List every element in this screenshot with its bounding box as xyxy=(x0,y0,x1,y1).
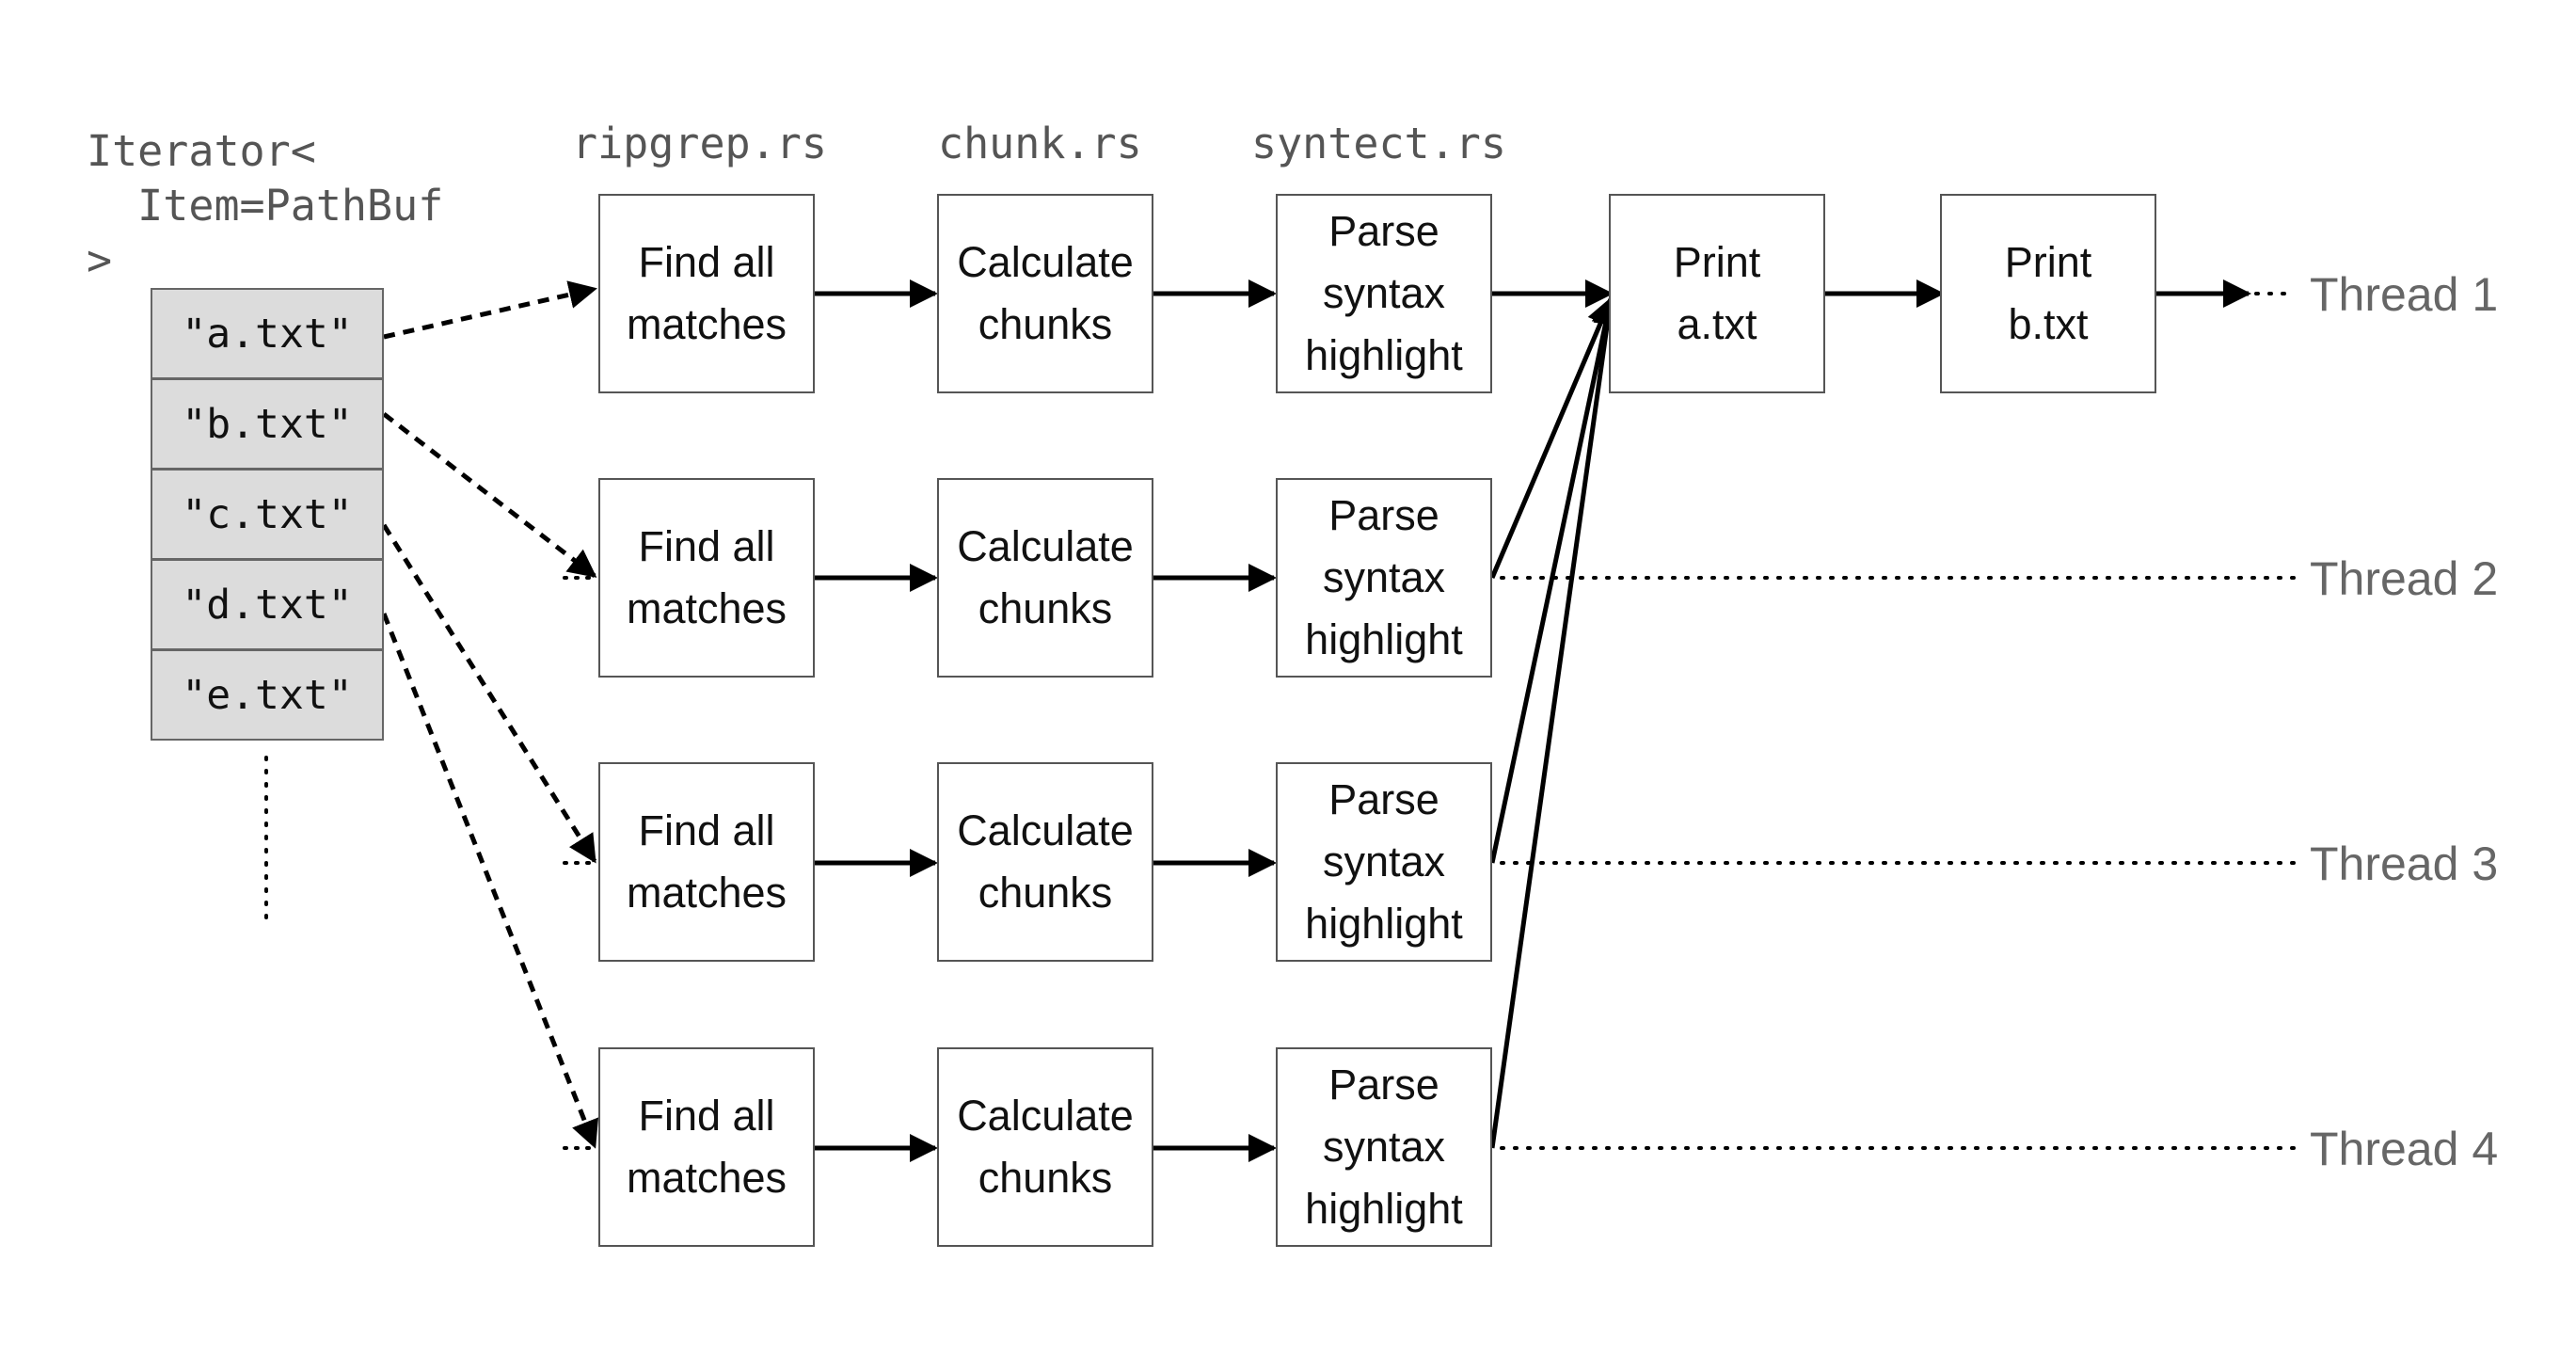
box-line: b.txt xyxy=(2008,300,2089,348)
parse-highlight-box-thread2: Parse syntax highlight xyxy=(1276,478,1492,678)
file-item-b: "b.txt" xyxy=(151,378,384,470)
box-line: syntax xyxy=(1322,269,1446,317)
box-line: syntax xyxy=(1322,1123,1446,1171)
merge-arrow-thread2 xyxy=(1489,296,1614,579)
box-line: chunks xyxy=(978,1154,1113,1202)
box-line: Find all xyxy=(638,238,775,286)
print-a-box: Print a.txt xyxy=(1609,194,1825,393)
iterator-type-label: Iterator< Item=PathBuf > xyxy=(87,124,443,288)
box-line: Print xyxy=(2004,238,2092,286)
box-line: Parse xyxy=(1328,775,1439,823)
box-line: chunks xyxy=(978,869,1113,917)
box-line: Parse xyxy=(1328,491,1439,539)
find-matches-box-thread4: Find all matches xyxy=(598,1047,815,1247)
box-line: Print xyxy=(1673,238,1761,286)
find-matches-box-thread2: Find all matches xyxy=(598,478,815,678)
box-line: Find all xyxy=(638,1092,775,1140)
box-line: Find all xyxy=(638,806,775,854)
box-line: highlight xyxy=(1305,615,1463,663)
header-ripgrep: ripgrep.rs xyxy=(572,119,827,168)
box-line: Calculate xyxy=(957,1092,1134,1140)
thread-1-label: Thread 1 xyxy=(2310,268,2499,321)
box-line: highlight xyxy=(1305,900,1463,948)
print-b-box: Print b.txt xyxy=(1940,194,2156,393)
box-line: Find all xyxy=(638,522,775,570)
file-item-d: "d.txt" xyxy=(151,559,384,650)
parse-highlight-box-thread1: Parse syntax highlight xyxy=(1276,194,1492,393)
file-item-e: "e.txt" xyxy=(151,649,384,741)
thread-4-label: Thread 4 xyxy=(2310,1123,2499,1175)
iterator-line-1: Iterator< xyxy=(87,126,316,176)
dispatch-arrow-d xyxy=(381,613,599,1149)
iterator-line-2: Item=PathBuf xyxy=(87,181,444,231)
box-line: Calculate xyxy=(957,522,1134,570)
calculate-chunks-box-thread2: Calculate chunks xyxy=(937,478,1153,678)
box-line: syntax xyxy=(1322,838,1446,885)
dispatch-arrow-c xyxy=(381,523,597,864)
box-line: syntax xyxy=(1322,553,1446,601)
file-item-a: "a.txt" xyxy=(151,288,384,379)
find-matches-box-thread1: Find all matches xyxy=(598,194,815,393)
iterator-line-3: > xyxy=(87,235,113,285)
find-matches-box-thread3: Find all matches xyxy=(598,762,815,962)
merge-arrow-thread3 xyxy=(1489,296,1620,864)
box-line: chunks xyxy=(978,300,1113,348)
box-line: a.txt xyxy=(1677,300,1757,348)
box-line: chunks xyxy=(978,584,1113,632)
header-syntect: syntect.rs xyxy=(1251,119,1506,168)
merge-arrow-thread4 xyxy=(1489,296,1622,1149)
box-line: matches xyxy=(626,1154,787,1202)
box-line: highlight xyxy=(1305,331,1463,379)
box-line: matches xyxy=(626,300,787,348)
parse-highlight-box-thread3: Parse syntax highlight xyxy=(1276,762,1492,962)
box-line: highlight xyxy=(1305,1185,1463,1233)
dispatch-arrow-a xyxy=(383,280,597,340)
thread-3-label: Thread 3 xyxy=(2310,838,2499,890)
thread-2-label: Thread 2 xyxy=(2310,552,2499,605)
box-line: matches xyxy=(626,869,787,917)
box-line: Parse xyxy=(1328,207,1439,255)
calculate-chunks-box-thread4: Calculate chunks xyxy=(937,1047,1153,1247)
box-line: Parse xyxy=(1328,1061,1439,1109)
parse-highlight-box-thread4: Parse syntax highlight xyxy=(1276,1047,1492,1247)
box-line: matches xyxy=(626,584,787,632)
box-line: Calculate xyxy=(957,238,1134,286)
calculate-chunks-box-thread3: Calculate chunks xyxy=(937,762,1153,962)
box-line: Calculate xyxy=(957,806,1134,854)
calculate-chunks-box-thread1: Calculate chunks xyxy=(937,194,1153,393)
dispatch-arrow-b xyxy=(382,412,597,578)
file-item-c: "c.txt" xyxy=(151,469,384,560)
header-chunk: chunk.rs xyxy=(938,119,1142,168)
